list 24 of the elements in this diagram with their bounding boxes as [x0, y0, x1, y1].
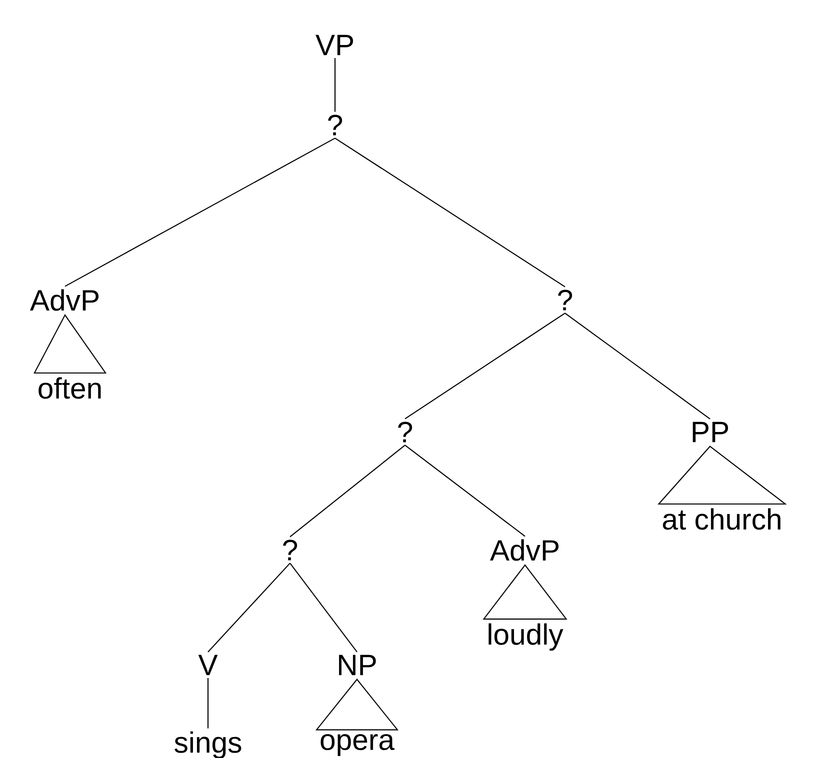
- branch-line: [334, 58, 336, 112]
- category-label: AdvP: [490, 539, 559, 561]
- category-label: AdvP: [30, 289, 99, 311]
- word-label: loudly: [488, 623, 564, 651]
- word-label: at church: [662, 508, 780, 530]
- branch-line: [207, 678, 209, 728]
- branch-line: [64, 138, 336, 287]
- branch-line: [404, 312, 566, 420]
- branch-line: [290, 562, 358, 652]
- category-label: PP: [692, 422, 728, 442]
- word-label: opera: [320, 734, 394, 756]
- category-label: NP: [339, 654, 376, 676]
- word-label: often: [38, 377, 101, 399]
- category-label: V: [198, 654, 218, 676]
- branch-line: [290, 444, 406, 538]
- branch-line: [404, 444, 526, 537]
- category-label: ?: [328, 114, 342, 136]
- branch-line: [564, 312, 710, 420]
- category-label: ?: [283, 540, 298, 560]
- branch-line: [208, 562, 290, 652]
- category-label: VP: [316, 34, 354, 56]
- branch-line: [334, 138, 566, 288]
- category-label: ?: [558, 290, 572, 310]
- category-label: ?: [398, 422, 412, 442]
